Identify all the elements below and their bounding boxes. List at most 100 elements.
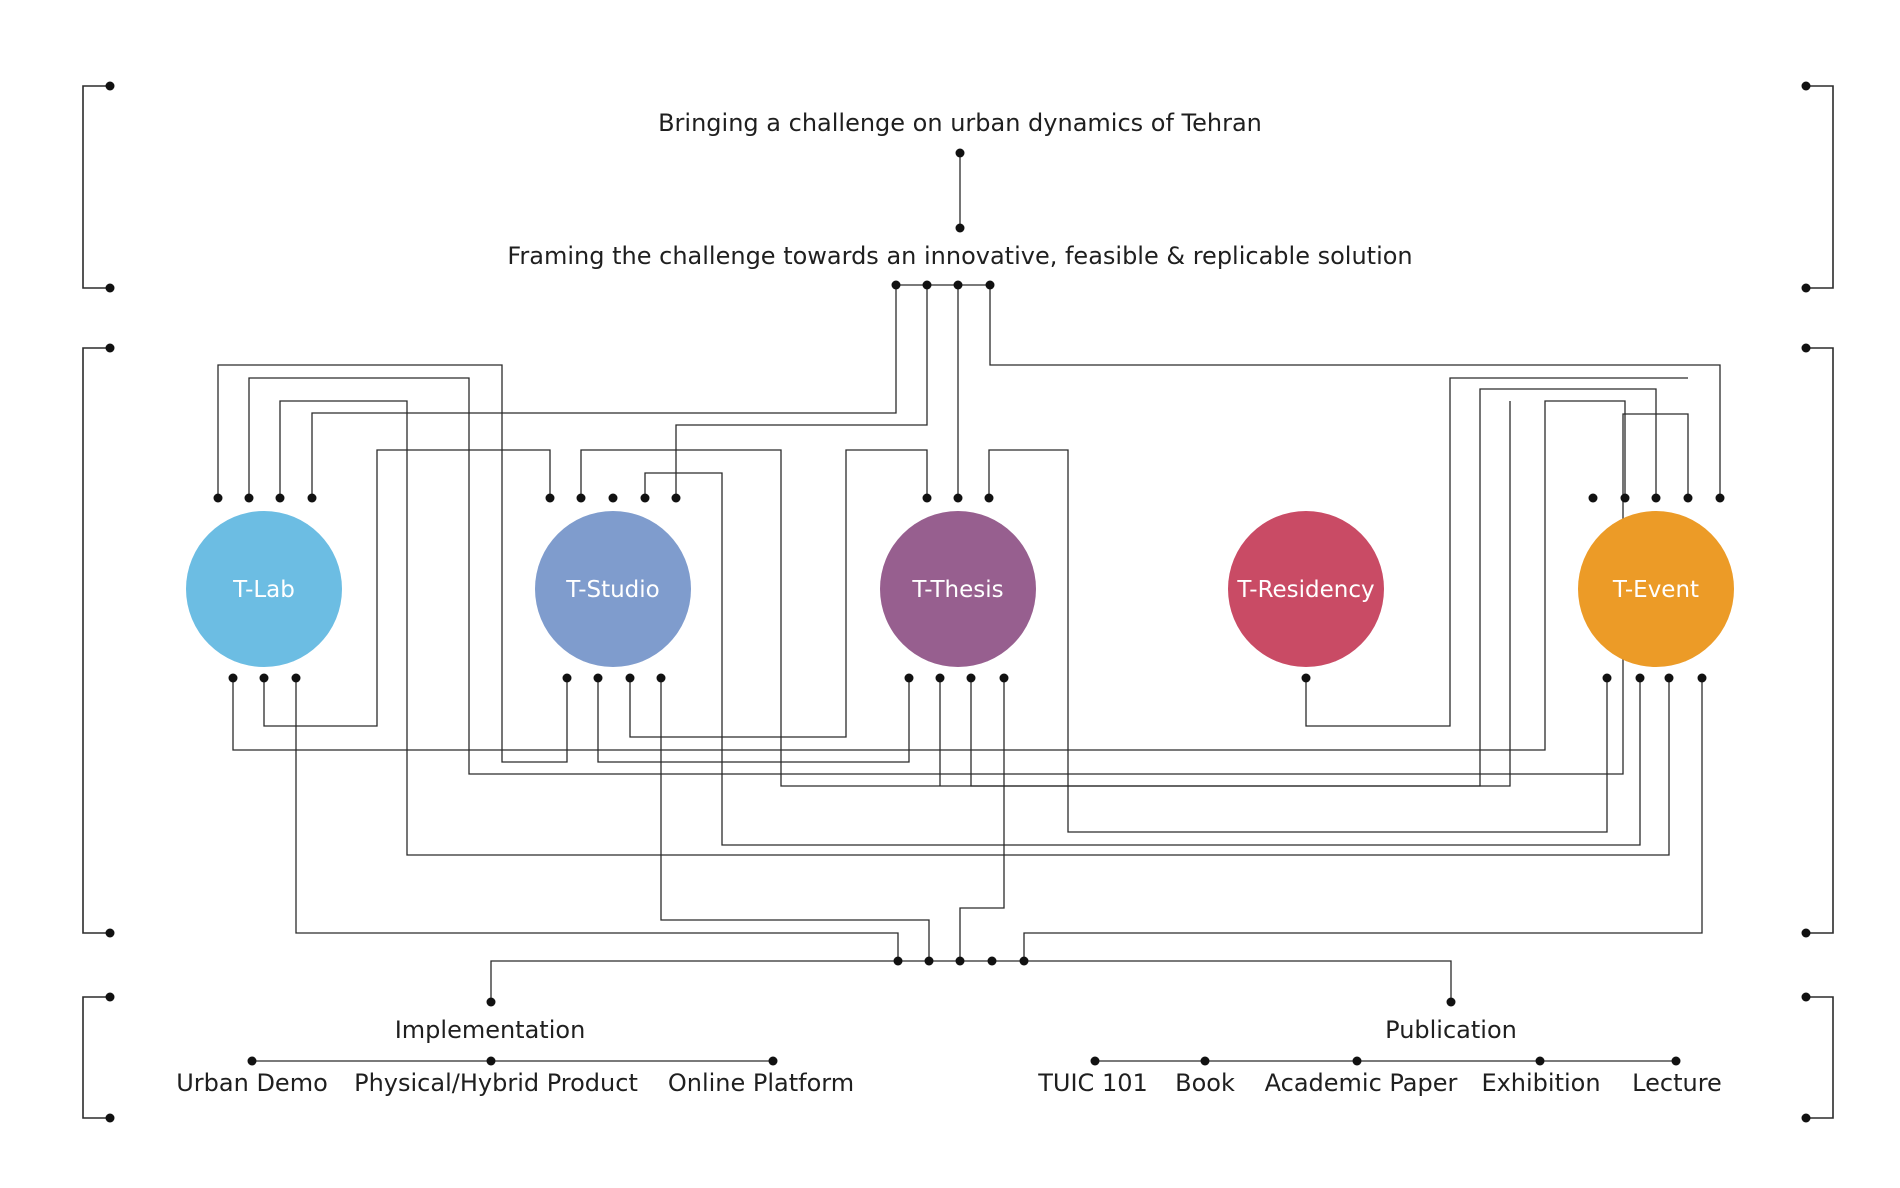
wire-network bbox=[597, 678, 910, 763]
connector-dot bbox=[1602, 673, 1612, 683]
item-dot bbox=[486, 1056, 496, 1066]
implementation-title: Implementation bbox=[395, 1016, 586, 1044]
item-dot bbox=[1090, 1056, 1100, 1066]
item-dot bbox=[247, 1056, 257, 1066]
bracket-dot bbox=[1801, 992, 1811, 1002]
bracket-dot bbox=[105, 992, 115, 1002]
residency-circle bbox=[1228, 511, 1384, 667]
connector-dot bbox=[1019, 956, 1029, 966]
bracket-right-bottom bbox=[1806, 996, 1834, 1119]
bracket-left-bottom bbox=[82, 996, 110, 1119]
wire-to-outputs bbox=[1023, 678, 1703, 961]
connector-dot bbox=[1697, 673, 1707, 683]
framing-dot bbox=[955, 223, 965, 233]
framing-title: Framing the challenge towards an innovat… bbox=[507, 242, 1412, 270]
framing-bar-dots bbox=[891, 280, 995, 290]
wire-framing-lab bbox=[311, 285, 897, 498]
publication-item: Academic Paper bbox=[1265, 1069, 1458, 1097]
implementation-item: Online Platform bbox=[668, 1069, 854, 1097]
connector-dot bbox=[1301, 673, 1311, 683]
wire-to-outputs bbox=[959, 678, 1005, 961]
connector-dot bbox=[671, 493, 681, 503]
program-node-lab[interactable]: T-Lab bbox=[186, 493, 342, 683]
outputs-bar-dots bbox=[486, 956, 1456, 1007]
studio-circle bbox=[535, 511, 691, 667]
implementation-item: Physical/Hybrid Product bbox=[354, 1069, 638, 1097]
event-label: T-Event bbox=[1612, 577, 1699, 603]
bracket-right-top bbox=[1806, 85, 1834, 289]
wire-to-outputs bbox=[295, 678, 899, 961]
connector-dot bbox=[1446, 997, 1456, 1007]
connector-dot bbox=[1635, 673, 1645, 683]
program-node-event[interactable]: T-Event bbox=[1578, 493, 1734, 683]
publication-item: Lecture bbox=[1632, 1069, 1722, 1097]
bracket-left-top bbox=[82, 85, 110, 289]
program-node-residency[interactable]: T-Residency bbox=[1228, 511, 1384, 683]
connector-dot bbox=[1651, 493, 1661, 503]
connector-dot bbox=[955, 956, 965, 966]
connector-dot bbox=[953, 280, 963, 290]
wire-to-outputs bbox=[660, 678, 930, 961]
event-circle bbox=[1578, 511, 1734, 667]
thesis-label: T-Thesis bbox=[911, 577, 1003, 603]
lab-label: T-Lab bbox=[232, 577, 295, 603]
bracket-dot bbox=[105, 283, 115, 293]
publication-item: Exhibition bbox=[1481, 1069, 1600, 1097]
wire-network bbox=[232, 400, 1626, 751]
publication-item: TUIC 101 bbox=[1037, 1069, 1148, 1097]
bracket-right-middle bbox=[1806, 347, 1834, 934]
connector-dot bbox=[593, 673, 603, 683]
section-brackets bbox=[82, 81, 1834, 1123]
connection-wires bbox=[217, 284, 1721, 1002]
connector-dot bbox=[608, 493, 618, 503]
bracket-dot bbox=[1801, 81, 1811, 91]
connector-dot bbox=[291, 673, 301, 683]
connector-dot bbox=[999, 673, 1009, 683]
bracket-dot bbox=[1801, 928, 1811, 938]
residency-label: T-Residency bbox=[1236, 577, 1374, 603]
wire-network bbox=[248, 377, 1689, 775]
wire-network bbox=[988, 449, 1608, 833]
publication-item: Book bbox=[1175, 1069, 1235, 1097]
connector-dot bbox=[640, 493, 650, 503]
bracket-dot bbox=[1801, 283, 1811, 293]
connector-dot bbox=[259, 673, 269, 683]
wire-network bbox=[644, 472, 1641, 846]
connector-dot bbox=[893, 956, 903, 966]
program-node-studio[interactable]: T-Studio bbox=[535, 493, 691, 683]
publication-title: Publication bbox=[1385, 1016, 1517, 1044]
item-dot bbox=[1535, 1056, 1545, 1066]
bracket-dot bbox=[105, 1113, 115, 1123]
connector-dot bbox=[935, 673, 945, 683]
connector-dot bbox=[625, 673, 635, 683]
wire-network bbox=[629, 449, 928, 738]
connector-dot bbox=[1588, 493, 1598, 503]
wire-network bbox=[217, 364, 568, 763]
connector-dot bbox=[228, 673, 238, 683]
lab-circle bbox=[186, 511, 342, 667]
connector-dot bbox=[966, 673, 976, 683]
bracket-dot bbox=[105, 343, 115, 353]
wire-network bbox=[263, 449, 551, 727]
item-dot bbox=[768, 1056, 778, 1066]
wire-to-implementation bbox=[490, 960, 898, 1002]
connector-dot bbox=[922, 280, 932, 290]
connector-dot bbox=[985, 280, 995, 290]
wire-network bbox=[279, 400, 1670, 856]
connector-dot bbox=[904, 673, 914, 683]
studio-label: T-Studio bbox=[565, 577, 660, 603]
connector-dot bbox=[656, 673, 666, 683]
connector-dot bbox=[1620, 493, 1630, 503]
wire-framing-studio bbox=[675, 285, 928, 498]
bracket-dot bbox=[105, 81, 115, 91]
program-node-thesis[interactable]: T-Thesis bbox=[880, 493, 1036, 683]
bracket-dot bbox=[1801, 343, 1811, 353]
connector-dot bbox=[275, 493, 285, 503]
implementation-group: Implementation Urban Demo Physical/Hybri… bbox=[176, 1016, 854, 1097]
bracket-dot bbox=[105, 928, 115, 938]
connector-dot bbox=[924, 956, 934, 966]
connector-dot bbox=[1683, 493, 1693, 503]
publication-group: Publication TUIC 101 Book Academic Paper… bbox=[1037, 1016, 1722, 1097]
wire-network bbox=[1305, 377, 1688, 727]
challenge-dot bbox=[955, 148, 965, 158]
